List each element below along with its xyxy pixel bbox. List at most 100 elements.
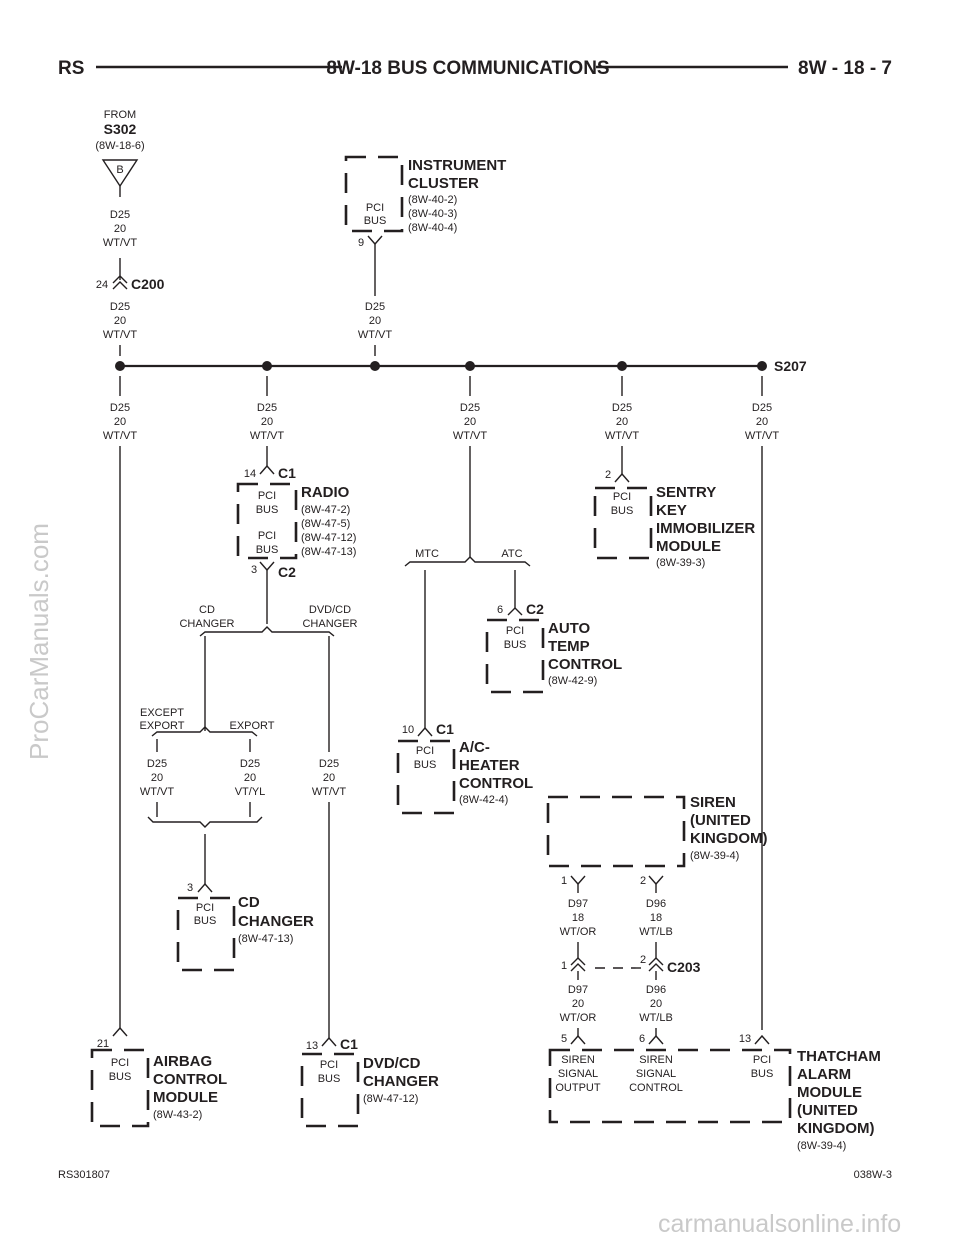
source-triangle bbox=[101, 159, 139, 188]
module-name: KINGDOM) bbox=[690, 830, 768, 847]
module-ref: (8W-40-4) bbox=[408, 222, 457, 234]
inner-label: SIGNAL bbox=[636, 1068, 676, 1080]
wire-label: WT/OR bbox=[560, 1012, 597, 1024]
pin-symbol bbox=[648, 875, 664, 886]
wire-label: 20 bbox=[244, 772, 256, 784]
radio-pin-c1: 14 bbox=[244, 468, 256, 480]
wire-label: 20 bbox=[151, 772, 163, 784]
bus-label: BUS bbox=[256, 504, 279, 516]
siren-pin-1: 1 bbox=[561, 875, 567, 887]
pin-symbol bbox=[570, 1034, 586, 1045]
wire-label: WT/VT bbox=[745, 430, 779, 442]
pin-symbol bbox=[112, 1026, 128, 1037]
wire-label: D25 bbox=[752, 402, 772, 414]
option-label: EXCEPT bbox=[140, 707, 184, 719]
splice-dot bbox=[465, 361, 475, 371]
option-label: ATC bbox=[501, 548, 522, 560]
wire-label: WT/OR bbox=[560, 926, 597, 938]
module-instrument-cluster: PCI BUS INSTRUMENT CLUSTER (8W-40-2) (8W… bbox=[344, 155, 506, 356]
bus-label: BUS bbox=[364, 215, 387, 227]
wire-label: 20 bbox=[572, 998, 584, 1010]
pin-symbol bbox=[367, 235, 383, 246]
climate-split: MTC ATC bbox=[404, 548, 531, 728]
wire-label: WT/VT bbox=[103, 237, 137, 249]
pin-symbol bbox=[417, 726, 433, 737]
module-name: CONTROL bbox=[459, 775, 533, 792]
pci-label: PCI bbox=[111, 1057, 129, 1069]
module-ref: (8W-47-5) bbox=[301, 518, 350, 530]
inner-label: CONTROL bbox=[629, 1082, 683, 1094]
inner-label: OUTPUT bbox=[555, 1082, 601, 1094]
bus-drops: D25 20 WT/VT D25 20 WT/VT D25 20 WT/VT D… bbox=[103, 376, 779, 1030]
module-name: CHANGER bbox=[363, 1073, 439, 1090]
airbag-pin: 21 bbox=[97, 1038, 109, 1050]
module-name: (UNITED bbox=[690, 812, 751, 829]
thatcham-pin-13: 13 bbox=[739, 1033, 751, 1045]
module-radio: 14 C1 PCI BUS PCI BUS RADIO (8W-47-2) (8… bbox=[236, 464, 356, 624]
module-name: MODULE bbox=[153, 1089, 218, 1106]
wire-label: 20 bbox=[650, 998, 662, 1010]
module-name: HEATER bbox=[459, 757, 520, 774]
module-name: SENTRY bbox=[656, 484, 716, 501]
thatcham-pin-5: 5 bbox=[561, 1033, 567, 1045]
bus-label: BUS bbox=[751, 1068, 774, 1080]
module-name: A/C- bbox=[459, 739, 490, 756]
bus-label: BUS bbox=[318, 1073, 341, 1085]
option-label: DVD/CD bbox=[309, 604, 351, 616]
pci-label: PCI bbox=[416, 745, 434, 757]
splice-dot bbox=[115, 361, 125, 371]
module-name: CHANGER bbox=[238, 913, 314, 930]
source-from: FROM bbox=[104, 109, 136, 121]
module-ref: (8W-47-13) bbox=[238, 933, 293, 945]
auto-temp-pin: 6 bbox=[497, 604, 503, 616]
bus-label: BUS bbox=[109, 1071, 132, 1083]
c2-label: C2 bbox=[278, 564, 296, 580]
header-left: RS bbox=[58, 58, 84, 79]
wire-label: WT/VT bbox=[312, 786, 346, 798]
wire-label: 20 bbox=[114, 315, 126, 327]
source-pin: B bbox=[116, 164, 123, 176]
c203-symbol bbox=[648, 957, 664, 972]
module-ref: (8W-42-9) bbox=[548, 675, 597, 687]
module-dvd-changer: 13 C1 PCI BUS DVD/CD CHANGER (8W-47-12) bbox=[300, 1036, 439, 1128]
siren-pin-2: 2 bbox=[640, 875, 646, 887]
wire-label: 20 bbox=[114, 416, 126, 428]
module-sentry-key: 2 PCI BUS SENTRY KEY IMMOBILIZER MODULE … bbox=[593, 469, 755, 569]
splice-dot bbox=[370, 361, 380, 371]
export-split: EXCEPT EXPORT EXPORT D25 20 WT/VT D25 20… bbox=[139, 707, 275, 884]
c1-label: C1 bbox=[436, 721, 454, 737]
c203-label: C203 bbox=[667, 959, 701, 975]
module-siren: SIREN (UNITED KINGDOM) (8W-39-4) 1 2 D97… bbox=[546, 794, 768, 958]
wire-label: WT/VT bbox=[358, 329, 392, 341]
thatcham-pin-6: 6 bbox=[639, 1033, 645, 1045]
connector-c200: 24 C200 D25 20 WT/VT bbox=[96, 275, 165, 356]
inner-label: SIGNAL bbox=[558, 1068, 598, 1080]
wire-label: WT/VT bbox=[140, 786, 174, 798]
module-cd-changer: 3 PCI BUS CD CHANGER (8W-47-13) bbox=[176, 882, 314, 972]
pci-bus-main: S207 bbox=[115, 358, 807, 374]
wire-label: D25 bbox=[110, 402, 130, 414]
module-name: AIRBAG bbox=[153, 1053, 212, 1070]
module-ref: (8W-47-12) bbox=[301, 532, 356, 544]
wire-label: D25 bbox=[110, 209, 130, 221]
c2-label: C2 bbox=[526, 601, 544, 617]
module-ref: (8W-42-4) bbox=[459, 794, 508, 806]
splice-dot bbox=[757, 361, 767, 371]
pin-symbol bbox=[321, 1036, 337, 1047]
pin-symbol bbox=[614, 472, 630, 483]
source-splice: S302 bbox=[104, 121, 137, 137]
option-brace bbox=[147, 816, 263, 828]
wire-label: 20 bbox=[323, 772, 335, 784]
pin-symbol bbox=[648, 1034, 664, 1045]
module-ref: (8W-40-3) bbox=[408, 208, 457, 220]
c203-pin-1: 1 bbox=[561, 960, 567, 972]
pci-label: PCI bbox=[366, 202, 384, 214]
wire-label: 20 bbox=[261, 416, 273, 428]
module-ref: (8W-40-2) bbox=[408, 194, 457, 206]
wire-label: WT/VT bbox=[250, 430, 284, 442]
wire-label: D25 bbox=[319, 758, 339, 770]
wire-label: D96 bbox=[646, 984, 666, 996]
radio-box bbox=[236, 482, 298, 560]
cd-changer-pin: 3 bbox=[187, 882, 193, 894]
